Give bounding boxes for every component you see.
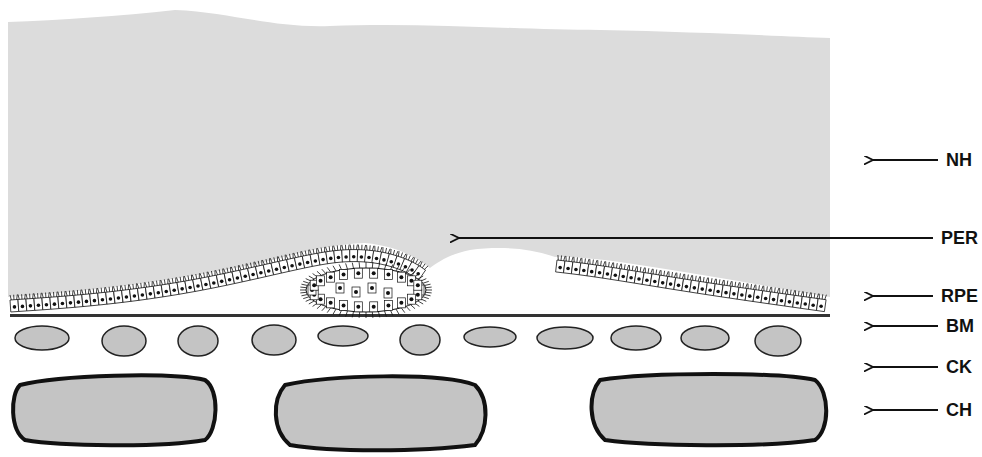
layer-label: PER [941, 228, 978, 248]
layer-label: NH [946, 150, 972, 170]
layer-label: CH [946, 400, 972, 420]
neural-retina [8, 10, 830, 297]
choriocapillaris [15, 325, 801, 356]
bruchs-membrane [10, 314, 830, 317]
layer-label: RPE [941, 286, 978, 306]
leader-arrow [458, 237, 933, 239]
rpe-cells [10, 245, 826, 312]
leader-arrow [872, 295, 933, 297]
leader-arrow [872, 159, 938, 161]
leader-arrow [872, 409, 938, 411]
layer-label: BM [946, 316, 974, 336]
layer-label: CK [946, 357, 972, 377]
leader-lines [458, 160, 938, 410]
leader-arrow [872, 366, 938, 368]
proliferating-rpe-cluster [300, 262, 432, 318]
leader-arrow [872, 325, 938, 327]
choroid-vessel [13, 374, 826, 450]
